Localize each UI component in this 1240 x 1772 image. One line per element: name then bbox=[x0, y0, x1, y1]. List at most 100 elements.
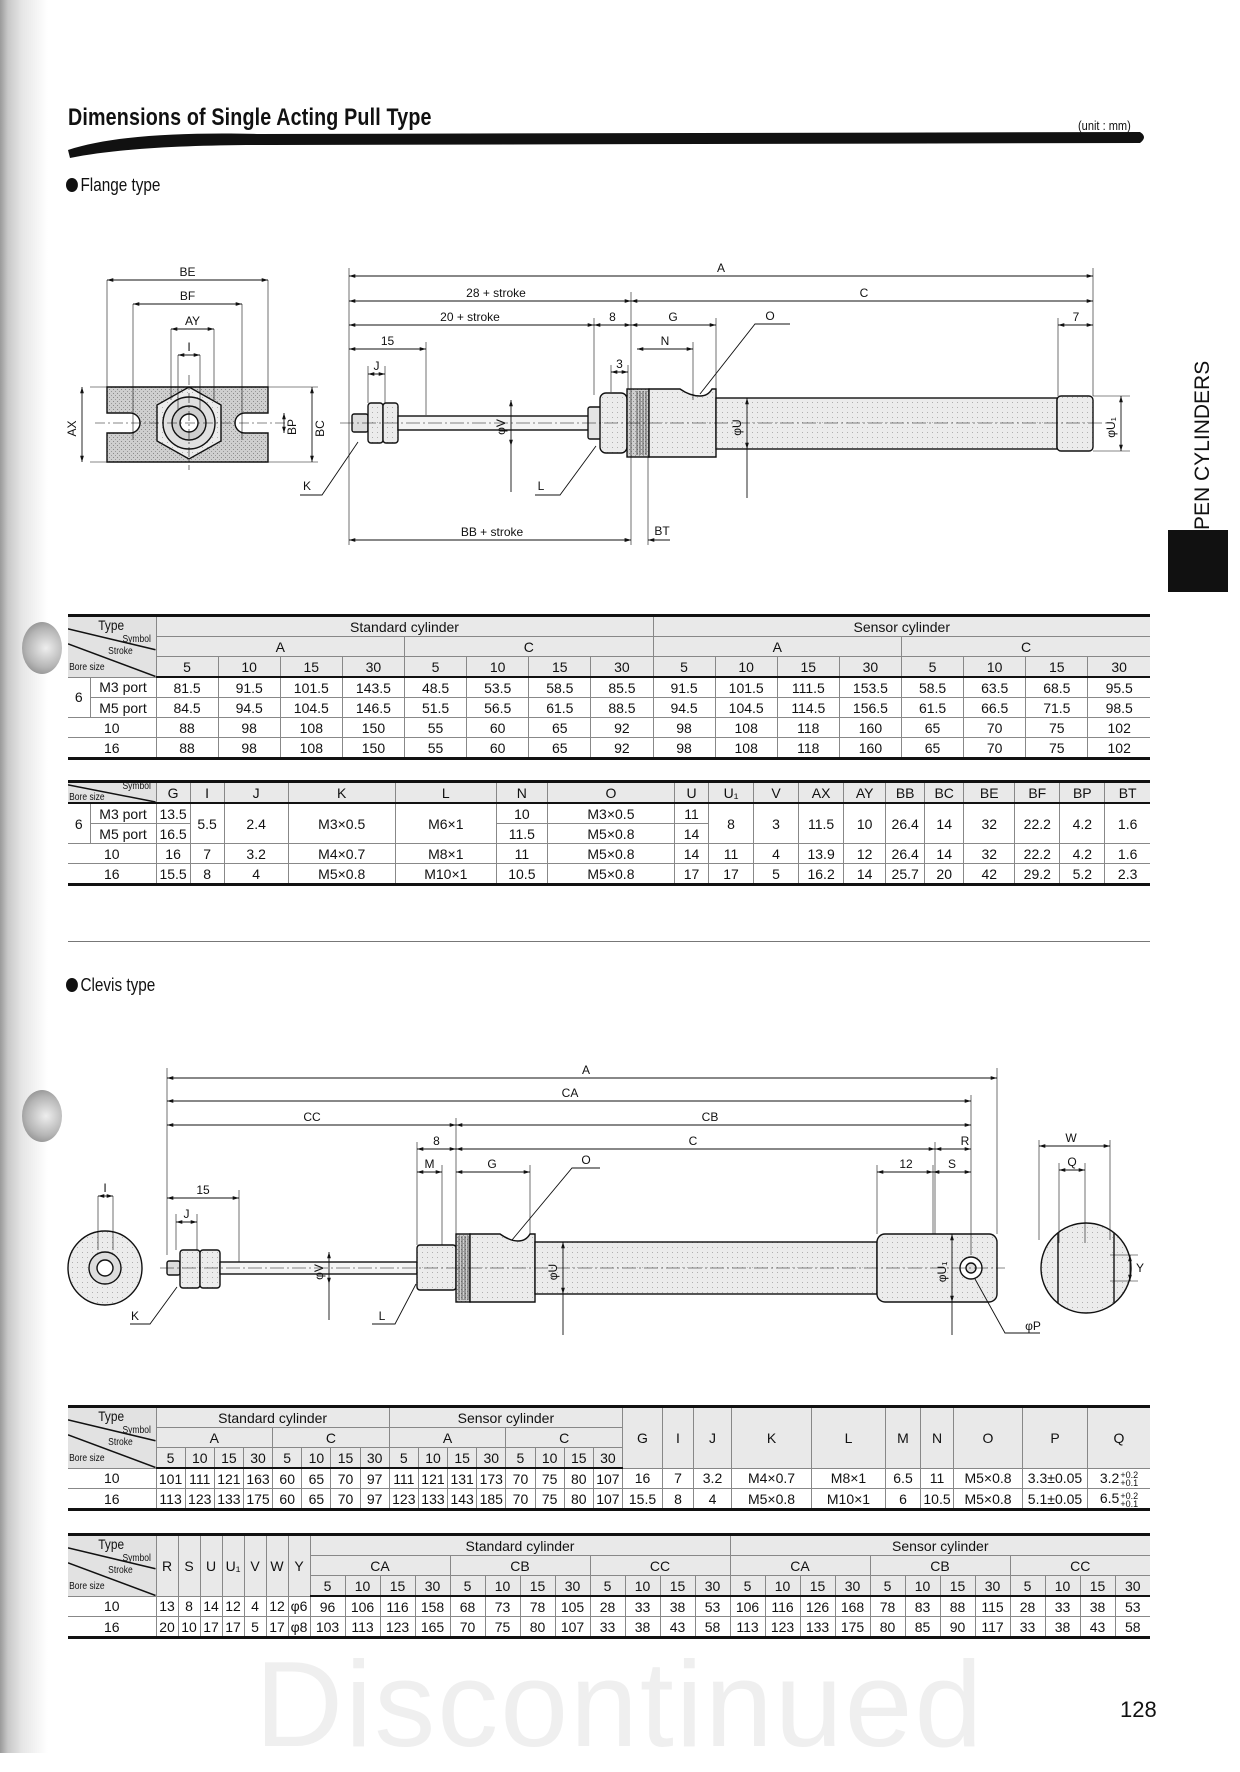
section-label: Flange type bbox=[80, 175, 161, 195]
table-cell: 91.5 bbox=[217, 676, 281, 698]
symbol-header: CA bbox=[729, 1555, 871, 1576]
section-flange-type: Flange type bbox=[66, 175, 160, 196]
q-upper: +0.2 bbox=[1120, 1490, 1139, 1501]
table-cell: 60 bbox=[272, 1488, 303, 1510]
table-cell: φ8 bbox=[287, 1616, 311, 1638]
column-header: O bbox=[953, 1406, 1023, 1469]
bore-cell: 10 bbox=[68, 1467, 157, 1489]
column-header: Q bbox=[1087, 1406, 1150, 1469]
table-cell: 185 bbox=[476, 1488, 507, 1510]
bore-size-label: Bore size bbox=[69, 1453, 105, 1464]
table-cell: 11 bbox=[920, 1467, 954, 1489]
cc-label: CC bbox=[303, 1110, 321, 1124]
table-cell: 16 bbox=[622, 1467, 663, 1489]
table-cell: 95.5 bbox=[1087, 676, 1150, 698]
section-divider bbox=[68, 941, 1150, 942]
stroke-header: 30 bbox=[341, 656, 406, 678]
cell-bp: 4.2 bbox=[1059, 802, 1106, 844]
table-cell: 8 bbox=[177, 1595, 201, 1617]
bore-cell: 16 bbox=[68, 1488, 157, 1510]
table-cell: M10×1 bbox=[394, 863, 497, 885]
stroke-header: 10 bbox=[624, 1575, 661, 1597]
u-label: φU bbox=[730, 419, 744, 435]
stroke-header: 30 bbox=[242, 1447, 274, 1469]
table-cell: 108 bbox=[279, 717, 343, 738]
table-cell: 84.5 bbox=[155, 697, 219, 718]
cell-bc: 14 bbox=[924, 802, 965, 844]
table-cell: 66.5 bbox=[963, 697, 1027, 718]
cell-o: M3×0.5 bbox=[546, 802, 676, 824]
table-cell: 17 bbox=[265, 1616, 289, 1638]
cell-u: 11 bbox=[673, 802, 710, 824]
table-cell: 4 bbox=[753, 843, 800, 864]
table-cell: 158 bbox=[414, 1595, 451, 1617]
table-cell: 90 bbox=[939, 1616, 976, 1638]
stroke-header: 10 bbox=[534, 1447, 565, 1469]
table-cell: 70 bbox=[505, 1467, 536, 1489]
table-cell: M5×0.8 bbox=[546, 863, 676, 885]
table-cell: φ6 bbox=[287, 1595, 311, 1617]
table-cell: 15.5 bbox=[155, 863, 191, 885]
table-cell: 75 bbox=[484, 1616, 521, 1638]
stroke-header: 30 bbox=[1087, 656, 1150, 678]
symbol-header: C bbox=[901, 636, 1150, 657]
table-cell: 65 bbox=[900, 717, 965, 738]
clevis-u1-label: φU₁ bbox=[935, 1262, 949, 1283]
clevis-dimension-table-ca-cb-cc: Type Symbol Stroke Bore size R S U U₁ V … bbox=[68, 1533, 1150, 1639]
table-cell: 78 bbox=[519, 1595, 556, 1617]
table-cell: 70 bbox=[505, 1488, 536, 1510]
table-cell: 98 bbox=[652, 717, 716, 738]
column-header: BF bbox=[1014, 781, 1061, 804]
table-cell: 8 bbox=[662, 1488, 694, 1510]
symbol-header: A bbox=[156, 636, 405, 657]
table-corner-header: Type Symbol Stroke Bore size bbox=[68, 1534, 157, 1597]
dim7-label: 7 bbox=[1073, 310, 1080, 324]
stroke-header: 5 bbox=[729, 1575, 766, 1597]
table-cell: 58.5 bbox=[900, 676, 965, 698]
stroke-header: 15 bbox=[330, 1447, 361, 1469]
table-cell: 5.2 bbox=[1059, 863, 1106, 885]
clevis-l-leader-line bbox=[372, 1283, 417, 1325]
table-cell: 92 bbox=[590, 737, 654, 759]
table-cell: 5 bbox=[243, 1616, 267, 1638]
stroke-header: 30 bbox=[834, 1575, 871, 1597]
table-cell: 102 bbox=[1087, 737, 1150, 759]
stroke-header: 15 bbox=[563, 1447, 594, 1469]
clevis-j-label: J bbox=[184, 1207, 190, 1221]
column-header: N bbox=[495, 781, 548, 804]
column-header: P bbox=[1022, 1406, 1088, 1469]
table-cell: 65 bbox=[900, 737, 965, 759]
stroke-header: 5 bbox=[869, 1575, 906, 1597]
bore-cell: 10 bbox=[68, 717, 157, 738]
table-cell: M10×1 bbox=[811, 1488, 886, 1510]
cell-bb: 26.4 bbox=[885, 802, 926, 844]
table-cell: 70 bbox=[449, 1616, 486, 1638]
table-cell: 116 bbox=[764, 1595, 801, 1617]
symbol-header: C bbox=[505, 1427, 623, 1448]
group-header: Sensor cylinder bbox=[388, 1406, 624, 1428]
type-label: Type bbox=[98, 1408, 125, 1424]
symbol-header: C bbox=[404, 636, 654, 657]
table-cell: 58 bbox=[694, 1616, 731, 1638]
table-cell: 3.2 bbox=[223, 843, 289, 864]
a-label: A bbox=[717, 261, 725, 275]
table-cell: 111 bbox=[388, 1467, 419, 1489]
unit-note: (unit : mm) bbox=[1078, 118, 1131, 133]
group-header: Standard cylinder bbox=[309, 1534, 731, 1556]
stroke-header: 5 bbox=[388, 1447, 419, 1469]
lock-nut bbox=[179, 1249, 201, 1289]
table-cell: 108 bbox=[714, 717, 778, 738]
table-cell: 73 bbox=[484, 1595, 521, 1617]
stroke-header: 5 bbox=[1009, 1575, 1046, 1597]
column-header: W bbox=[265, 1534, 289, 1597]
table-cell: 88.5 bbox=[590, 697, 654, 718]
table-cell: 3.3±0.05 bbox=[1022, 1467, 1088, 1489]
cell-o: M5×0.8 bbox=[546, 823, 676, 844]
table-corner-header: Type Symbol Stroke Bore size bbox=[68, 1406, 157, 1469]
table-cell: M8×1 bbox=[394, 843, 497, 864]
table-cell: 106 bbox=[729, 1595, 766, 1617]
